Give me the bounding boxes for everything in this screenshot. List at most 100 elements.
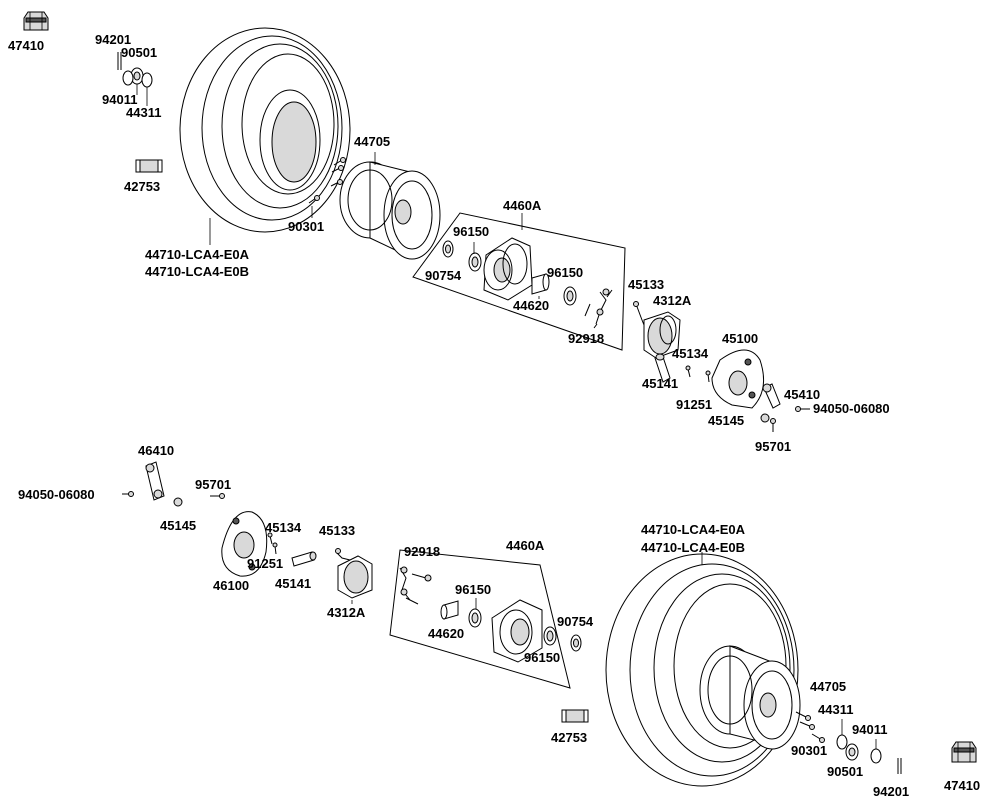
bearing-96150-lower-1[interactable] xyxy=(468,608,482,628)
label-42753-top: 42753 xyxy=(124,179,160,194)
label-90754-bottom: 90754 xyxy=(557,614,594,629)
label-94011-top: 94011 xyxy=(102,92,137,107)
label-96150-top-2: 96150 xyxy=(547,265,583,280)
nut-45145-lower[interactable] xyxy=(173,497,183,507)
nut-44311-bottom[interactable] xyxy=(836,734,848,750)
clip-45133-lower[interactable] xyxy=(335,548,351,561)
label-44710-e0b-bottom: 44710-LCA4-E0B xyxy=(641,540,745,555)
label-44710-e0a-top: 44710-LCA4-E0A xyxy=(145,247,250,262)
pin-45134-lower[interactable] xyxy=(267,532,273,545)
seal-90754-lower[interactable] xyxy=(570,634,582,652)
bearing-96150-lower-2[interactable] xyxy=(543,626,557,646)
label-47410-top: 47410 xyxy=(8,38,44,53)
valve-cap-47410-top[interactable] xyxy=(23,11,49,31)
label-44705-top: 44705 xyxy=(354,134,390,149)
arm-45410[interactable] xyxy=(762,383,781,409)
bolt-95701-lower[interactable] xyxy=(210,493,225,499)
label-45133-top: 45133 xyxy=(628,277,664,292)
rim-upper[interactable] xyxy=(339,161,441,260)
label-90501-top: 90501 xyxy=(121,45,157,60)
label-46410: 46410 xyxy=(138,443,174,458)
label-96150-bottom-2: 96150 xyxy=(524,650,560,665)
nut-94011-bottom[interactable] xyxy=(870,748,882,764)
label-46100: 46100 xyxy=(213,578,249,593)
bolt-94050-upper[interactable] xyxy=(795,406,811,412)
label-45133-bottom: 45133 xyxy=(319,523,355,538)
label-94011-bottom: 94011 xyxy=(852,722,887,737)
label-44710-e0b-top: 44710-LCA4-E0B xyxy=(145,264,249,279)
label-95701-top: 95701 xyxy=(755,439,791,454)
bolt-90301-top[interactable] xyxy=(308,157,346,204)
label-4460a-bottom: 4460A xyxy=(506,538,545,553)
valve-cap-47410-bottom[interactable] xyxy=(951,741,977,763)
pin-45134-upper[interactable] xyxy=(685,365,691,378)
label-4460a-top: 4460A xyxy=(503,198,542,213)
label-90754-top: 90754 xyxy=(425,268,462,283)
label-92918-top: 92918 xyxy=(568,331,604,346)
label-45134-top: 45134 xyxy=(672,346,709,361)
label-44311-bottom: 44311 xyxy=(818,702,853,717)
label-45134-bottom: 45134 xyxy=(265,520,302,535)
bolt-94050-lower[interactable] xyxy=(122,491,134,497)
nut-44311-top[interactable] xyxy=(141,72,153,88)
label-90301-top: 90301 xyxy=(288,219,324,234)
label-45141-bottom: 45141 xyxy=(275,576,311,591)
brake-panel-46100[interactable] xyxy=(221,511,268,577)
washer-90501-bottom[interactable] xyxy=(845,743,859,761)
brake-drum-4312A-upper[interactable] xyxy=(643,311,681,359)
hub-kit-box-lower xyxy=(389,549,571,689)
label-44311-top: 44311 xyxy=(126,105,161,120)
label-96150-bottom-1: 96150 xyxy=(455,582,491,597)
label-94050-top: 94050-06080 xyxy=(813,401,890,416)
label-44620-top: 44620 xyxy=(513,298,549,313)
bearing-96150-upper-2[interactable] xyxy=(563,286,577,306)
spacer-44620-upper[interactable] xyxy=(531,273,550,295)
pin-91251-upper[interactable] xyxy=(705,370,711,383)
label-4312a-bottom: 4312A xyxy=(327,605,366,620)
pin-91251-lower[interactable] xyxy=(272,542,278,555)
label-91251-bottom: 91251 xyxy=(247,556,283,571)
brake-panel-45100[interactable] xyxy=(711,349,765,409)
label-92918-bottom: 92918 xyxy=(404,544,440,559)
label-44620-bottom: 44620 xyxy=(428,626,464,641)
pin-45141-lower[interactable] xyxy=(291,551,317,567)
sensor-92918-upper[interactable] xyxy=(584,288,613,329)
sensor-92918-lower[interactable] xyxy=(399,566,432,605)
brake-drum-4312A-lower[interactable] xyxy=(337,555,373,599)
bolt-94201-bottom[interactable] xyxy=(897,758,902,774)
label-94201-bottom: 94201 xyxy=(873,784,909,799)
nut-45145-upper[interactable] xyxy=(760,413,770,423)
label-91251-top: 91251 xyxy=(676,397,712,412)
label-45145-top: 45145 xyxy=(708,413,744,428)
label-45410: 45410 xyxy=(784,387,820,402)
seal-90754-upper[interactable] xyxy=(442,240,454,258)
valve-42753-top[interactable] xyxy=(135,159,163,173)
hub-kit-box-upper xyxy=(412,212,626,351)
label-90501-bottom: 90501 xyxy=(827,764,863,779)
arm-46410[interactable] xyxy=(145,461,165,501)
label-47410-bottom: 47410 xyxy=(944,778,980,793)
hub-assembly-lower[interactable] xyxy=(491,599,543,663)
pin-45141-upper[interactable] xyxy=(654,353,671,383)
nut-94011-top[interactable] xyxy=(122,70,134,86)
tire-upper[interactable] xyxy=(179,27,351,233)
label-44710-e0a-bottom: 44710-LCA4-E0A xyxy=(641,522,746,537)
label-90301-bottom: 90301 xyxy=(791,743,827,758)
label-45100: 45100 xyxy=(722,331,758,346)
bolt-95701-upper[interactable] xyxy=(770,418,776,433)
bolt-94201-top[interactable] xyxy=(117,52,122,70)
valve-42753-bottom[interactable] xyxy=(561,709,589,723)
bolt-90301-bottom[interactable] xyxy=(795,711,825,743)
label-94201-top: 94201 xyxy=(95,32,131,47)
label-94050-bottom: 94050-06080 xyxy=(18,487,95,502)
label-44705-bottom: 44705 xyxy=(810,679,846,694)
label-4312a-top: 4312A xyxy=(653,293,692,308)
label-95701-bottom: 95701 xyxy=(195,477,231,492)
spacer-44620-lower[interactable] xyxy=(440,600,459,620)
label-96150-top-1: 96150 xyxy=(453,224,489,239)
hub-assembly-upper[interactable] xyxy=(483,237,533,301)
label-45141-top: 45141 xyxy=(642,376,678,391)
rim-lower[interactable] xyxy=(699,645,801,750)
bearing-96150-upper-1[interactable] xyxy=(468,252,482,272)
